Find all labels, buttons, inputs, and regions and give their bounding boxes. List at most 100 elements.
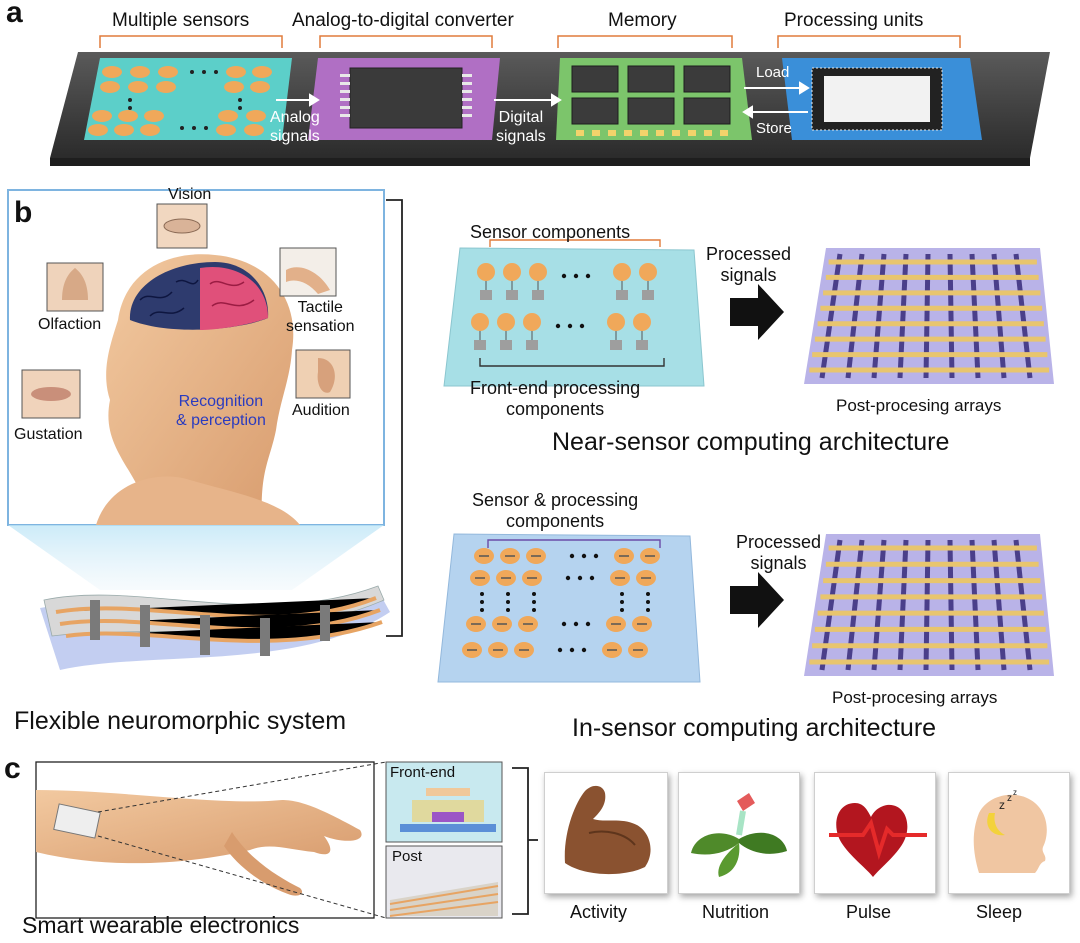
- near-ellipsis-dot: [561, 273, 567, 279]
- in-vertical-dot: [480, 608, 484, 612]
- post-inset-label: Post: [392, 848, 423, 865]
- near-sensor-pad: [497, 313, 515, 331]
- pulse-card: [814, 772, 936, 894]
- tactile-label: Tactile sensation: [286, 299, 355, 335]
- olfaction-label: Olfaction: [38, 316, 102, 333]
- near-ellipsis-dot: [579, 323, 585, 329]
- near-front-end-chip: [610, 340, 622, 350]
- crossbar-bottom-line: [969, 539, 981, 671]
- crossbar-bottom-line: [969, 253, 981, 379]
- near-front-end-chip: [474, 340, 486, 350]
- flexible-system-title: Flexible neuromorphic system: [14, 707, 347, 735]
- panel-c-letter: c: [4, 752, 21, 785]
- multiple-sensors-title: Multiple sensors: [112, 10, 250, 31]
- near-processed-arrow: [730, 284, 784, 340]
- processing-units-title: Processing units: [784, 10, 924, 31]
- adc-title: Analog-to-digital converter: [292, 10, 514, 31]
- smart-wearable-title: Smart wearable electronics: [22, 912, 300, 938]
- in-vertical-dot: [646, 600, 650, 604]
- near-front-end-chip: [526, 340, 538, 350]
- audition-label: Audition: [292, 402, 350, 419]
- human-head: [96, 254, 300, 525]
- post-inset: [385, 845, 503, 919]
- plant-icon: [691, 793, 787, 877]
- panel-b-letter: b: [14, 196, 33, 229]
- near-front-end-chip: [500, 340, 512, 350]
- near-post-arrays-label: Post-procesing arrays: [836, 396, 1002, 415]
- near-crossbar-lines: [809, 253, 1050, 379]
- in-vertical-dot: [480, 592, 484, 596]
- svg-text:z: z: [1007, 793, 1012, 804]
- in-ellipsis-dot: [565, 575, 571, 581]
- sleep-label: Sleep: [976, 902, 1023, 922]
- in-vertical-dot: [506, 592, 510, 596]
- load-label: Load: [756, 64, 790, 81]
- svg-text:z: z: [1013, 788, 1017, 797]
- nutrition-card: [678, 772, 800, 894]
- in-ellipsis-dot: [581, 647, 587, 653]
- heart-icon: [829, 803, 927, 877]
- near-processed-label: Processed signals: [706, 244, 792, 285]
- crossbar-bottom-line: [991, 253, 1007, 379]
- vision-label: Vision: [168, 186, 212, 203]
- in-vertical-dot: [480, 600, 484, 604]
- crossbar-bottom-line: [1013, 539, 1033, 671]
- in-vertical-dot: [646, 608, 650, 612]
- adc-board: [308, 58, 500, 140]
- panel-a-arrows: [276, 81, 810, 119]
- in-ellipsis-dot: [569, 553, 575, 559]
- in-post-arrays-label: Post-procesing arrays: [832, 688, 998, 707]
- front-end-label: Front-end processing components: [470, 378, 641, 419]
- near-ellipsis-dot: [567, 323, 573, 329]
- near-front-end-chip: [506, 290, 518, 300]
- in-vertical-dot: [620, 600, 624, 604]
- memory-title: Memory: [608, 10, 677, 31]
- sensor-board: [84, 58, 292, 140]
- digital-signals-label: Digital signals: [496, 109, 546, 145]
- in-ellipsis-dot: [589, 575, 595, 581]
- near-front-end-chip: [616, 290, 628, 300]
- near-ellipsis-dot: [573, 273, 579, 279]
- crossbar-bottom-line: [947, 253, 955, 379]
- in-vertical-dot: [620, 608, 624, 612]
- crossbar-bottom-line: [1013, 253, 1033, 379]
- gustation-label: Gustation: [14, 426, 83, 443]
- crossbar-bottom-line: [819, 253, 843, 379]
- arm-frame: [35, 761, 387, 919]
- in-ellipsis-dot: [557, 647, 563, 653]
- near-sensor-pad: [477, 263, 495, 281]
- in-ellipsis-dot: [585, 621, 591, 627]
- analog-signals-label: Analog signals: [270, 109, 320, 145]
- crossbar-bottom-line: [819, 539, 843, 671]
- in-processed-label: Processed signals: [736, 532, 822, 573]
- near-ellipsis-dot: [585, 273, 591, 279]
- near-front-end-chip: [642, 290, 654, 300]
- panel-a-letter: a: [6, 0, 23, 29]
- recognition-label: Recognition & perception: [176, 393, 266, 429]
- sensor-components-label: Sensor components: [470, 222, 631, 242]
- in-vertical-dot: [532, 608, 536, 612]
- near-sensor-pad: [613, 263, 631, 281]
- flexible-sheet: [40, 585, 390, 670]
- crossbar-bottom-line: [871, 539, 887, 671]
- crossbar-bottom-line: [947, 539, 955, 671]
- near-sensor-pad: [471, 313, 489, 331]
- sleep-card: z z z: [948, 772, 1070, 894]
- near-sensor-board: [443, 239, 705, 387]
- near-sensor-pad: [633, 313, 651, 331]
- crossbar-bottom-line: [897, 539, 909, 671]
- processor-board: [782, 58, 982, 140]
- near-sensor-pad: [523, 313, 541, 331]
- crossbar-bottom-line: [897, 253, 909, 379]
- in-sensor-pads: [462, 548, 660, 658]
- near-front-end-chip: [532, 290, 544, 300]
- memory-board: [556, 58, 752, 140]
- in-ellipsis-dot: [581, 553, 587, 559]
- crossbar-bottom-line: [845, 253, 865, 379]
- near-sensor-title: Near-sensor computing architecture: [552, 428, 950, 456]
- near-front-end-chip: [636, 340, 648, 350]
- front-end-inset-label: Front-end: [390, 764, 456, 781]
- in-vertical-dot: [532, 592, 536, 596]
- svg-text:z: z: [999, 798, 1005, 812]
